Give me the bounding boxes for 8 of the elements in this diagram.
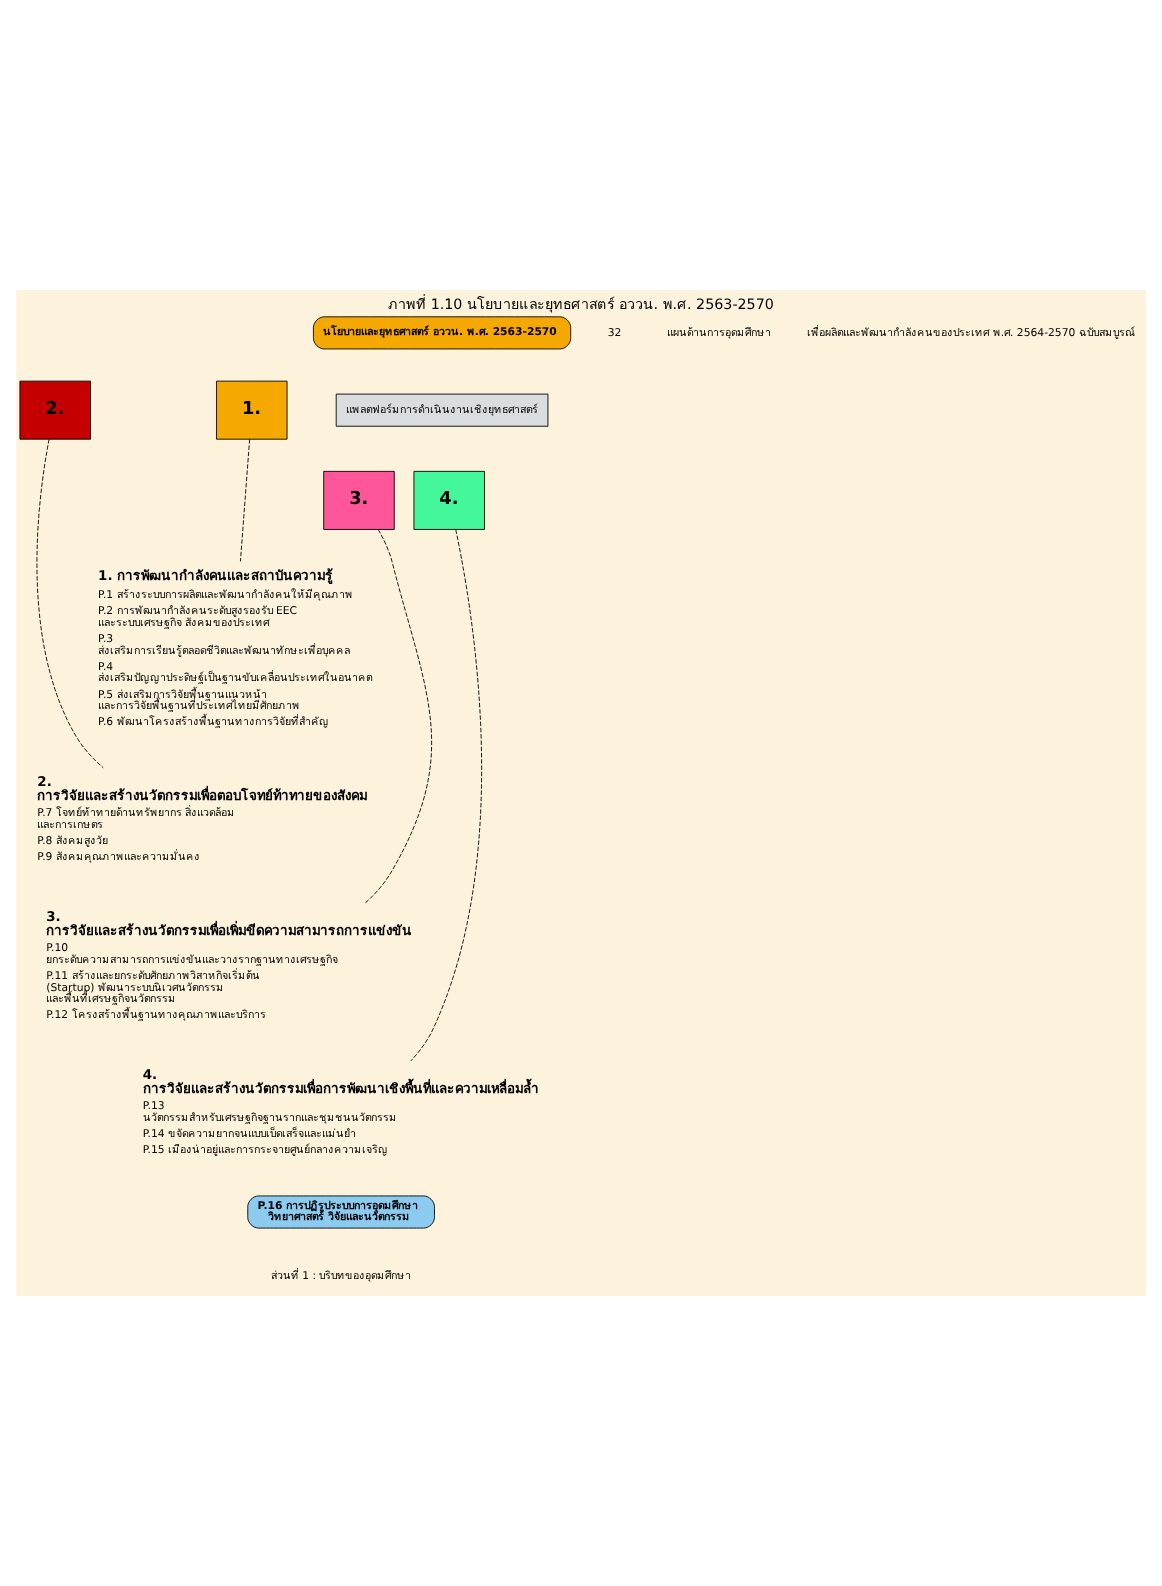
connector [36,438,104,769]
node-box: 4. [413,470,485,530]
node-box: 3. [323,470,395,530]
connector [240,438,251,562]
node-box: 2. [19,380,91,440]
node-box: 1. [216,380,288,440]
connector [410,529,482,1062]
connector [365,529,433,904]
